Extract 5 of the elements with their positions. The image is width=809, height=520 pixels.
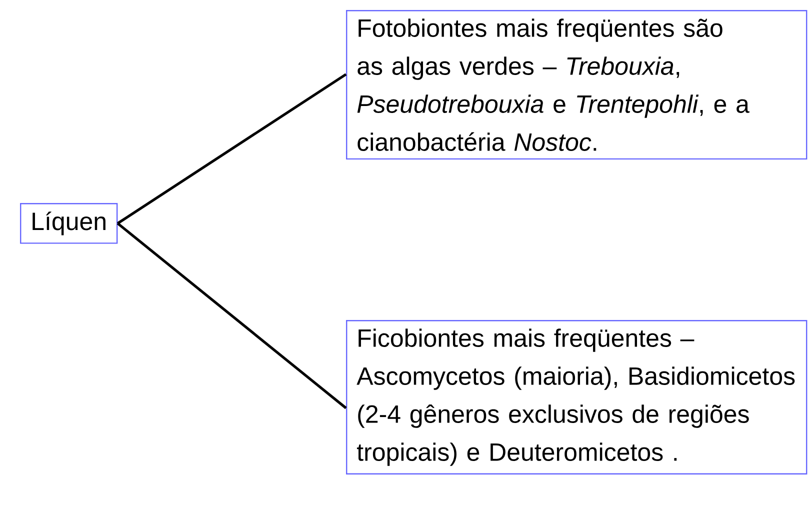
text-box: Fotobiontes mais freqüentes são as algas verdes – Trebouxia, Pseudotrebouxia e Trentepohli, e a cianobactéria Nostoc.	[346, 10, 808, 160]
connector-line	[116, 73, 347, 224]
label-box: Líquen	[20, 203, 118, 244]
text-box: Ficobiontes mais freqüentes – Ascomycetos (maioria), Basidiomicetos (2-4 gêneros exclusivos de regiões tropicais) e Deuteromicetos .	[346, 320, 808, 474]
connector-line	[116, 222, 347, 410]
